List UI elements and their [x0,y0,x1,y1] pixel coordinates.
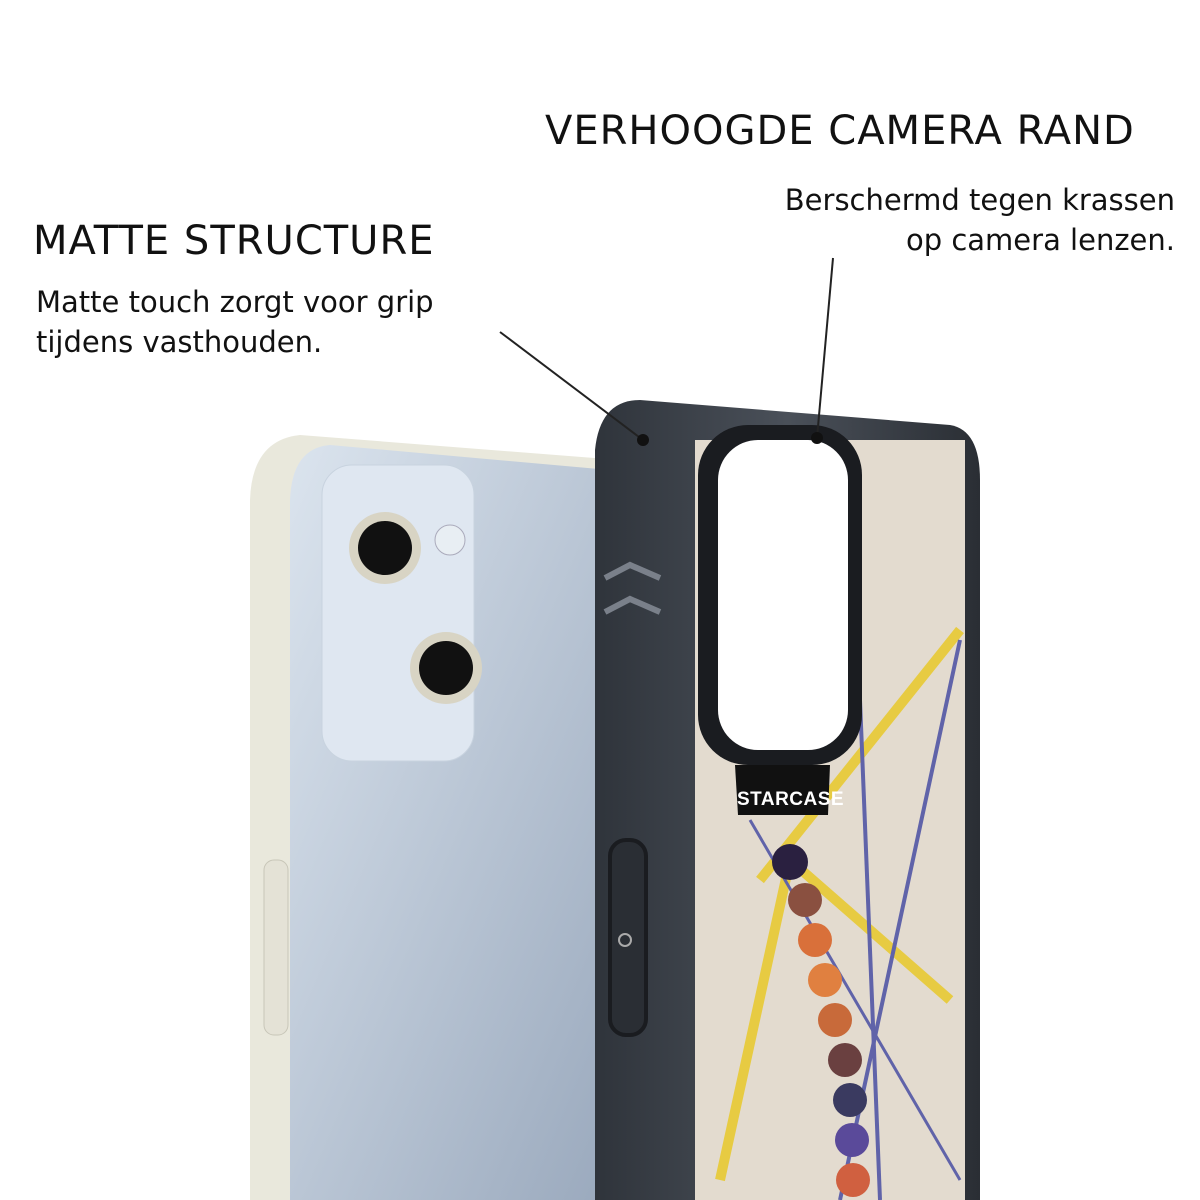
desc-line: Berschermd tegen krassen [784,183,1175,217]
callout-line-matte [499,331,644,441]
power-icon [618,933,632,947]
logo-plate [735,765,830,815]
side-button [263,859,289,1036]
desc-line: tijdens vasthouden. [36,325,323,359]
feature-desc-matte: Matte touch zorgt voor grip tijdens vast… [36,282,434,362]
power-button [608,838,648,1037]
callout-line-camera [816,257,834,439]
desc-line: Matte touch zorgt voor grip [36,285,434,319]
artwork-circles [772,844,870,1197]
phone-case [595,400,980,1200]
brand-logo: STARCASE [737,789,845,810]
callout-dot [637,434,649,446]
callout-dot [811,432,823,444]
phone-body [250,435,620,1200]
feature-title-matte: MATTE STRUCTURE [33,218,435,264]
camera-bump [321,464,475,762]
chevron-up-icon [603,561,662,615]
flash-icon [434,524,466,556]
feature-desc-camera: Berschermd tegen krassen op camera lenze… [785,180,1175,260]
desc-line: op camera lenzen. [905,223,1175,257]
feature-title-camera: VERHOOGDE CAMERA RAND [545,108,1135,154]
